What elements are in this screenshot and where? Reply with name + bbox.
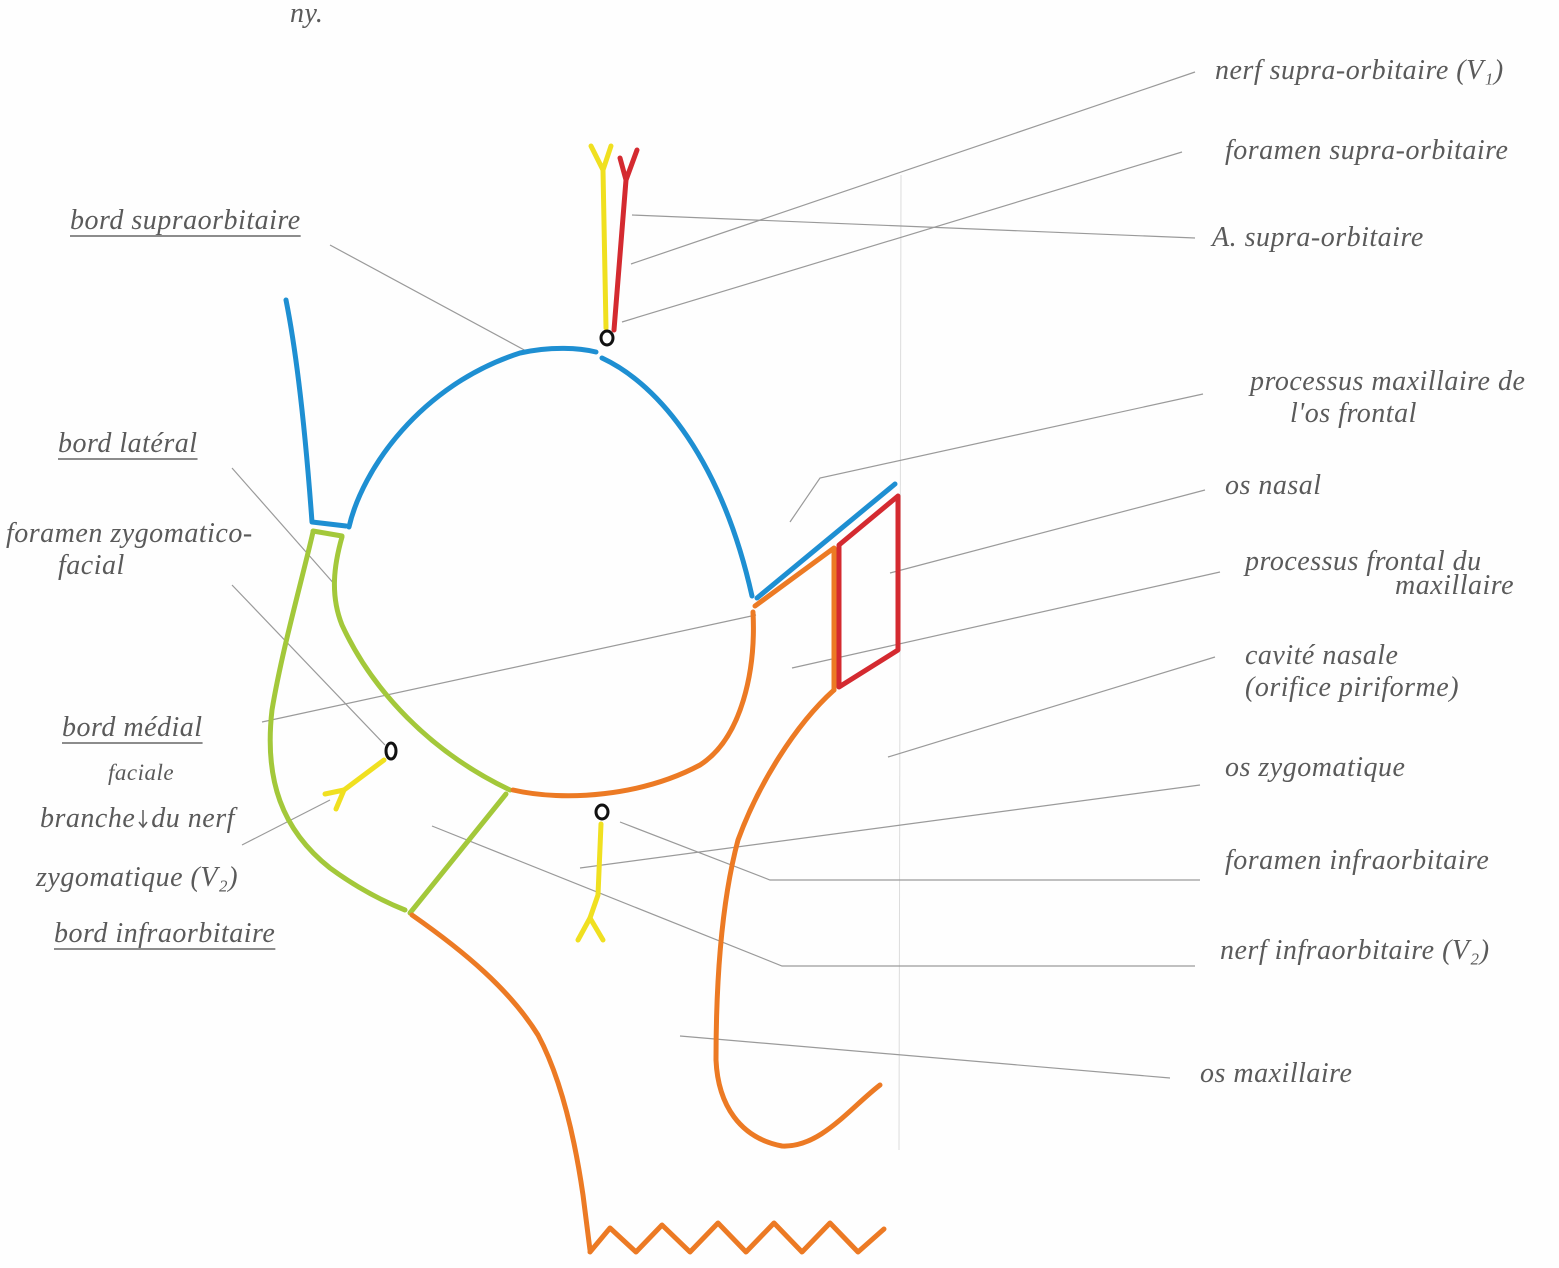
supraorbital-margin-right bbox=[602, 358, 752, 596]
label-processus-frontal-maxillaire: processus frontal du maxillaire bbox=[1245, 546, 1514, 602]
figure-reference: ny. bbox=[290, 0, 323, 30]
supraorbital-margin-left bbox=[349, 348, 596, 527]
piriform-aperture-edge bbox=[716, 690, 880, 1146]
supraorbital-foramen bbox=[601, 331, 613, 345]
frontal-lateral-edge bbox=[286, 300, 346, 526]
zygomatic-top-edge bbox=[313, 531, 342, 536]
label-nerf-infraorbitaire: nerf infraorbitaire (V₂) bbox=[1220, 935, 1490, 967]
label-bord-supraorbitaire: bord supraorbitaire bbox=[70, 205, 301, 237]
label-bord-medial: bord médial bbox=[62, 712, 203, 744]
infraorbital-nerve bbox=[578, 824, 603, 940]
label-cavite-nasale-line2: (orifice piriforme) bbox=[1245, 672, 1459, 704]
label-foramen-infraorbitaire: foramen infraorbitaire bbox=[1225, 845, 1489, 877]
label-branche-zygomatique-line1: branche du nerf bbox=[40, 803, 235, 835]
label-os-nasal: os nasal bbox=[1225, 470, 1322, 502]
leader-branche-zygomatique bbox=[242, 800, 330, 845]
zygomaticofacial-nerve-stem bbox=[344, 760, 384, 790]
leader-os-zygomatique bbox=[580, 785, 1200, 868]
zygomatic-bone-outline bbox=[270, 531, 510, 913]
lateral-margin-inner bbox=[334, 537, 510, 790]
artery-branches bbox=[620, 150, 637, 180]
zygomaticomaxillary-suture bbox=[410, 794, 506, 913]
leader-os-maxillaire bbox=[680, 1036, 1170, 1078]
supraorbital-nerve-branches bbox=[591, 146, 611, 170]
label-foramen-zygomatico-facial-line2: facial bbox=[6, 550, 253, 582]
infraorbital-margin bbox=[513, 612, 753, 796]
label-branche-inserted-word: faciale bbox=[108, 760, 174, 786]
supraorbital-nerve bbox=[591, 146, 611, 328]
maxilla-cut-zigzag bbox=[590, 1223, 884, 1252]
label-bord-lateral: bord latéral bbox=[58, 428, 198, 460]
supraorbital-artery bbox=[614, 150, 637, 330]
leader-processus-maxillaire-frontal bbox=[790, 394, 1203, 522]
label-processus-maxillaire-frontal: processus maxillaire de l'os frontal bbox=[1250, 366, 1525, 430]
leader-os-nasal bbox=[890, 490, 1205, 573]
leader-nerf-supra-orbitaire bbox=[631, 72, 1195, 264]
leader-cavite-nasale bbox=[888, 657, 1215, 757]
label-branche-zygomatique-line2: zygomatique (V₂) bbox=[36, 862, 238, 894]
label-du-nerf: du nerf bbox=[151, 803, 235, 834]
label-branche-word: branche bbox=[40, 803, 135, 834]
infraorbital-nerve-stem bbox=[590, 824, 601, 918]
leader-bord-medial bbox=[262, 615, 756, 722]
label-os-maxillaire: os maxillaire bbox=[1200, 1058, 1352, 1090]
zygomaticofacial-nerve bbox=[325, 760, 384, 809]
zygomatic-outer-edge bbox=[270, 532, 405, 910]
insertion-arrow-icon bbox=[137, 809, 149, 829]
label-bord-infraorbitaire: bord infraorbitaire bbox=[54, 918, 275, 950]
label-artere-supra-orbitaire: A. supra-orbitaire bbox=[1212, 222, 1424, 254]
zygomaticofacial-nerve-branches bbox=[325, 790, 344, 809]
label-cavite-nasale-line1: cavité nasale bbox=[1245, 640, 1459, 672]
maxilla-lateral-edge bbox=[412, 915, 590, 1250]
label-os-zygomatique: os zygomatique bbox=[1225, 752, 1405, 784]
zygomaticofacial-foramen bbox=[386, 743, 396, 759]
leader-bord-supraorbitaire bbox=[330, 245, 528, 352]
leader-foramen-supra-orbitaire bbox=[622, 152, 1182, 322]
frontal-bone-outline bbox=[286, 300, 895, 598]
label-nerf-supra-orbitaire: nerf supra-orbitaire (V₁) bbox=[1215, 55, 1504, 87]
leader-processus-frontal-maxillaire bbox=[792, 572, 1220, 668]
label-foramen-supra-orbitaire: foramen supra-orbitaire bbox=[1225, 135, 1508, 167]
label-nerve-code-v2: (V₂) bbox=[191, 862, 239, 893]
label-processus-maxillaire-frontal-line1: processus maxillaire de bbox=[1250, 366, 1525, 398]
infraorbital-foramen bbox=[596, 805, 608, 819]
infraorbital-nerve-branches bbox=[578, 918, 603, 940]
label-cavite-nasale: cavité nasale (orifice piriforme) bbox=[1245, 640, 1459, 704]
leader-nerf-infraorbitaire bbox=[432, 826, 1195, 966]
label-foramen-zygomatico-facial-line1: foramen zygomatico- bbox=[6, 518, 253, 550]
artery-stem bbox=[614, 180, 626, 330]
maxilla-outline bbox=[412, 548, 884, 1252]
label-processus-maxillaire-frontal-line2: l'os frontal bbox=[1250, 398, 1525, 430]
pencil-margin-line bbox=[899, 175, 901, 1150]
frontal-nasal-edge bbox=[757, 484, 895, 598]
leader-lines bbox=[232, 72, 1220, 1078]
label-foramen-zygomatico-facial: foramen zygomatico- facial bbox=[6, 518, 253, 582]
supraorbital-nerve-stem bbox=[603, 170, 606, 328]
label-zygomatique-word: zygomatique bbox=[36, 862, 183, 893]
